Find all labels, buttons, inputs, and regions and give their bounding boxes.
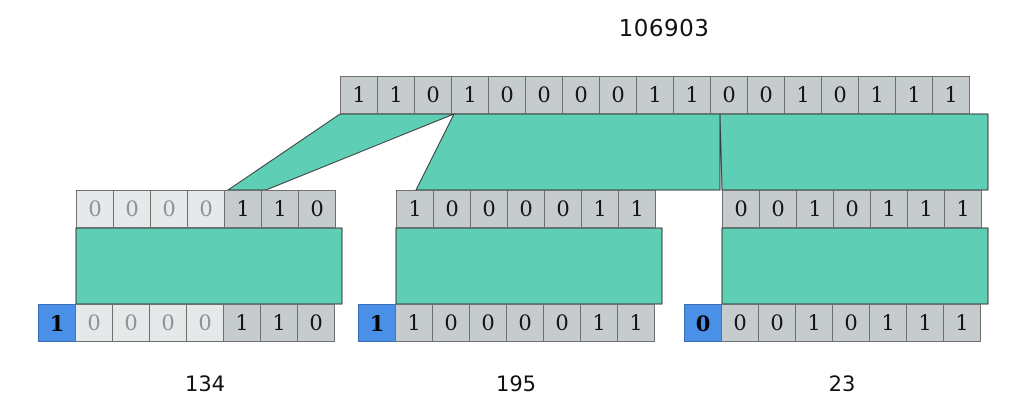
connector-shape-group-1 [226,113,455,191]
top-bit-cell[interactable]: 1 [451,76,489,114]
bottom-bit-cell[interactable]: 0 [543,304,581,342]
band-connector-group-1 [75,227,343,305]
middle-bit-cell[interactable]: 0 [833,190,871,228]
middle-bit-cell[interactable]: 1 [396,190,434,228]
top-bit-cell[interactable]: 0 [562,76,600,114]
top-bit-cell[interactable]: 0 [821,76,859,114]
bottom-bit-cell[interactable]: 1 [906,304,944,342]
band-connector-group-2 [395,227,663,305]
top-bit-cell[interactable]: 1 [895,76,933,114]
bottom-bit-cell[interactable]: 0 [297,304,335,342]
middle-bit-cell[interactable]: 0 [759,190,797,228]
bottom-bit-row-group-2: 1 1 0 0 0 0 1 1 [358,304,655,342]
bottom-bit-cell[interactable]: 0 [149,304,187,342]
middle-bit-cell[interactable]: 0 [187,190,225,228]
top-bit-cell[interactable]: 1 [858,76,896,114]
bottom-bit-cell[interactable]: 0 [112,304,150,342]
bottom-bit-cell[interactable]: 1 [617,304,655,342]
middle-bit-cell[interactable]: 1 [870,190,908,228]
middle-bit-row-group-1: 0 0 0 0 1 1 0 [76,190,336,228]
bottom-bit-cell[interactable]: 0 [758,304,796,342]
top-bit-cell[interactable]: 0 [599,76,637,114]
bottom-bit-cell[interactable]: 1 [943,304,981,342]
middle-bit-row-group-3: 0 0 1 0 1 1 1 [722,190,982,228]
bottom-bit-cell[interactable]: 1 [580,304,618,342]
bottom-bit-cell[interactable]: 0 [186,304,224,342]
middle-bit-cell[interactable]: 1 [944,190,982,228]
middle-bit-cell[interactable]: 1 [907,190,945,228]
bottom-bit-cell[interactable]: 0 [469,304,507,342]
middle-bit-cell[interactable]: 1 [581,190,619,228]
continuation-flag-cell[interactable]: 1 [358,304,396,342]
bottom-bit-row-group-3: 0 0 0 1 0 1 1 1 [684,304,981,342]
connector-shape-group-3 [719,113,989,191]
top-bit-cell[interactable]: 0 [488,76,526,114]
middle-bit-cell[interactable]: 1 [261,190,299,228]
middle-bit-cell[interactable]: 0 [298,190,336,228]
diagram-title: 106903 [618,16,710,42]
middle-bit-cell[interactable]: 0 [76,190,114,228]
bottom-bit-cell[interactable]: 0 [506,304,544,342]
middle-bit-cell[interactable]: 1 [618,190,656,228]
middle-bit-cell[interactable]: 0 [113,190,151,228]
connector-shape-group-2 [415,113,721,191]
bottom-bit-cell[interactable]: 0 [75,304,113,342]
top-bit-cell[interactable]: 1 [340,76,378,114]
bottom-bit-cell[interactable]: 1 [395,304,433,342]
top-bit-cell[interactable]: 1 [636,76,674,114]
top-bit-cell[interactable]: 0 [414,76,452,114]
middle-bit-cell[interactable]: 0 [507,190,545,228]
middle-bit-cell[interactable]: 0 [150,190,188,228]
top-bit-cell[interactable]: 0 [747,76,785,114]
bottom-bit-cell[interactable]: 1 [260,304,298,342]
middle-bit-cell[interactable]: 0 [470,190,508,228]
bottom-bit-cell[interactable]: 1 [795,304,833,342]
bottom-bit-cell[interactable]: 1 [223,304,261,342]
middle-bit-cell[interactable]: 1 [796,190,834,228]
top-bit-cell[interactable]: 1 [932,76,970,114]
top-bit-cell[interactable]: 0 [525,76,563,114]
continuation-flag-cell[interactable]: 0 [684,304,722,342]
middle-bit-cell[interactable]: 1 [224,190,262,228]
top-bit-cell[interactable]: 1 [673,76,711,114]
top-bit-row: 1 1 0 1 0 0 0 0 1 1 0 0 1 0 1 1 1 [340,76,970,114]
bottom-bit-cell[interactable]: 0 [432,304,470,342]
bottom-bit-cell[interactable]: 0 [832,304,870,342]
top-bit-cell[interactable]: 1 [377,76,415,114]
top-bit-cell[interactable]: 1 [784,76,822,114]
group-caption-3: 23 [828,372,856,396]
continuation-flag-cell[interactable]: 1 [38,304,76,342]
group-caption-1: 134 [184,372,226,396]
middle-bit-cell[interactable]: 0 [722,190,760,228]
bottom-bit-row-group-1: 1 0 0 0 0 1 1 0 [38,304,335,342]
middle-bit-cell[interactable]: 0 [544,190,582,228]
bottom-bit-cell[interactable]: 1 [869,304,907,342]
band-connector-group-3 [721,227,989,305]
middle-bit-row-group-2: 1 0 0 0 0 1 1 [396,190,656,228]
group-caption-2: 195 [495,372,537,396]
bottom-bit-cell[interactable]: 0 [721,304,759,342]
top-bit-cell[interactable]: 0 [710,76,748,114]
middle-bit-cell[interactable]: 0 [433,190,471,228]
